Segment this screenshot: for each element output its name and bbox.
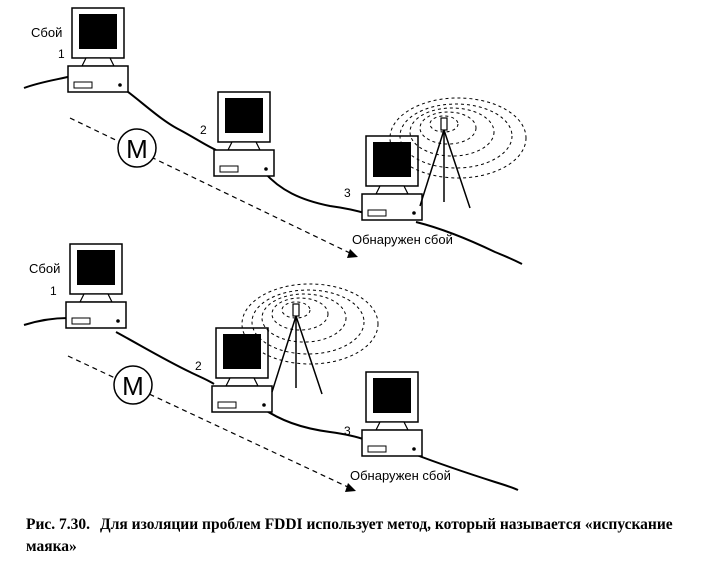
figure-caption: Рис. 7.30.Для изоляции проблем FDDI испо… xyxy=(26,514,696,558)
monitor-letter: M xyxy=(126,134,148,164)
detected-label: Обнаружен сбой xyxy=(350,468,451,483)
ring-cable xyxy=(23,75,523,265)
fddi-beaconing-diagram: Сбой 1 2 3 M Обнаружен сбой Сбой 1 2 3 M… xyxy=(23,7,527,492)
computer-1 xyxy=(65,243,127,329)
top-panel xyxy=(23,7,527,265)
computer-number-2: 2 xyxy=(200,123,207,137)
computer-1 xyxy=(67,7,129,93)
computer-number-3: 3 xyxy=(344,424,351,438)
monitor-circle xyxy=(117,128,157,168)
computer-2 xyxy=(213,91,275,177)
bottom-panel xyxy=(23,243,519,492)
computer-number-2: 2 xyxy=(195,359,202,373)
monitor-path-arrow xyxy=(69,117,353,255)
fault-label: Сбой xyxy=(31,25,63,40)
figure-number: Рис. 7.30. xyxy=(26,516,91,533)
caption-text: Для изоляции проблем FDDI использует мет… xyxy=(26,516,673,555)
arrowhead xyxy=(345,483,356,492)
ring-cable xyxy=(23,317,519,491)
arrowhead xyxy=(347,249,358,258)
monitor-path-arrow xyxy=(67,355,351,489)
monitor-letter: M xyxy=(122,371,144,401)
computer-2 xyxy=(211,327,273,413)
computer-number-3: 3 xyxy=(344,186,351,200)
computer-number-1: 1 xyxy=(58,47,65,61)
fault-label: Сбой xyxy=(29,261,61,276)
detected-label: Обнаружен сбой xyxy=(352,232,453,247)
computer-3 xyxy=(361,135,423,221)
diagram-art xyxy=(23,7,527,492)
computer-3 xyxy=(361,371,423,457)
computer-number-1: 1 xyxy=(50,284,57,298)
monitor-circle xyxy=(113,365,153,405)
